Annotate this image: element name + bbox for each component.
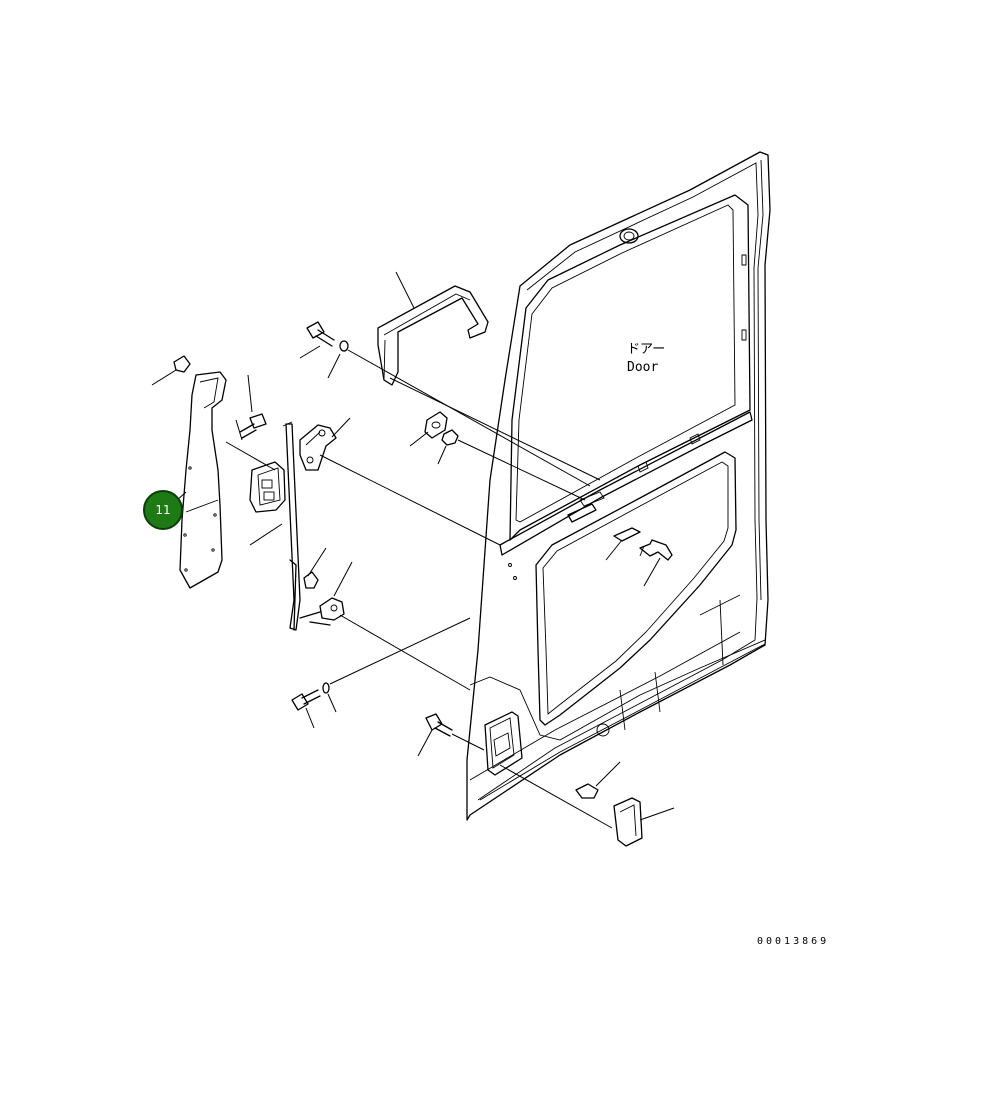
hinge-seal-cover: [179, 371, 243, 589]
door-label: ドアー Door: [627, 342, 665, 375]
lower-bolt: [291, 617, 471, 729]
callout-11[interactable]: 11: [143, 490, 187, 530]
handle-cover: [499, 764, 675, 847]
door-panel: [466, 151, 771, 821]
seal-clip: [151, 355, 191, 386]
door-label-jp: ドアー: [627, 342, 665, 357]
drawing-number: 00013869: [757, 936, 829, 947]
small-plate: [605, 527, 641, 561]
lock-bracket-upper: [299, 417, 501, 546]
u-bolt: [639, 539, 673, 587]
grab-handle: [377, 271, 601, 481]
handle-bolt: [299, 321, 591, 487]
rod-clip: [303, 547, 327, 589]
callout-11-badge[interactable]: [143, 490, 183, 530]
latch-rods: [282, 421, 301, 631]
pocket-bolt: [417, 713, 485, 757]
panel-clip: [575, 761, 621, 799]
lock-body: [249, 461, 286, 546]
callout-11-number: 11: [155, 503, 170, 517]
lower-linkage: [299, 561, 471, 691]
lock-bolt: [225, 374, 276, 471]
door-label-en: Door: [627, 360, 658, 375]
striker-plate: [409, 411, 586, 501]
